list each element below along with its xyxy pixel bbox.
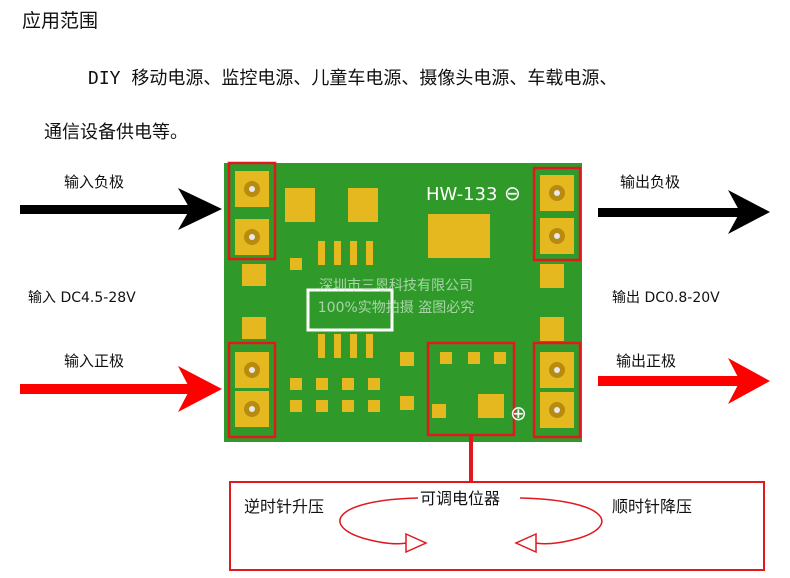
input-negative-arrow [20, 188, 222, 230]
output-negative-label: 输出负极 [620, 173, 680, 191]
plus-symbol-icon: ⊕ [510, 401, 527, 425]
output-positive-arrow [598, 358, 770, 404]
ic-outline [306, 288, 394, 332]
board-model-label: HW-133 [426, 184, 497, 205]
output-positive-highlight [532, 341, 582, 439]
input-positive-highlight [227, 341, 277, 439]
watermark-line-2: 100%实物拍摄 盗图必究 [318, 300, 474, 316]
section-title: 应用范围 [22, 10, 99, 32]
application-line-2: 通信设备供电等。 [44, 122, 188, 143]
input-negative-label: 输入负极 [64, 173, 124, 191]
input-negative-pads [235, 171, 269, 255]
smd-pads [242, 188, 564, 418]
output-voltage-label: 输出 DC0.8-20V [612, 290, 720, 306]
minus-symbol-icon: ⊖ [504, 181, 521, 205]
pcb-board [224, 163, 582, 442]
input-voltage-label: 输入 DC4.5-28V [28, 290, 136, 306]
input-negative-highlight [227, 161, 277, 261]
output-negative-pads [540, 175, 574, 254]
output-negative-highlight [532, 166, 582, 262]
cw-buck-label: 顺时针降压 [612, 497, 692, 516]
rotation-arrows-icon [339, 497, 603, 554]
potentiometer-name-label: 可调电位器 [420, 489, 500, 508]
output-negative-arrow [598, 190, 770, 234]
watermark-line-1: 深圳市三恩科技有限公司 [319, 277, 473, 294]
application-line-1: DIY 移动电源、监控电源、儿童车电源、摄像头电源、车载电源、 [88, 68, 618, 89]
output-positive-label: 输出正极 [616, 352, 676, 370]
input-positive-arrow [20, 366, 222, 412]
ccw-boost-label: 逆时针升压 [244, 497, 324, 516]
input-positive-label: 输入正极 [64, 352, 124, 370]
output-positive-pads [540, 352, 574, 428]
input-positive-pads [235, 352, 269, 427]
potentiometer-callout-box [229, 481, 765, 571]
